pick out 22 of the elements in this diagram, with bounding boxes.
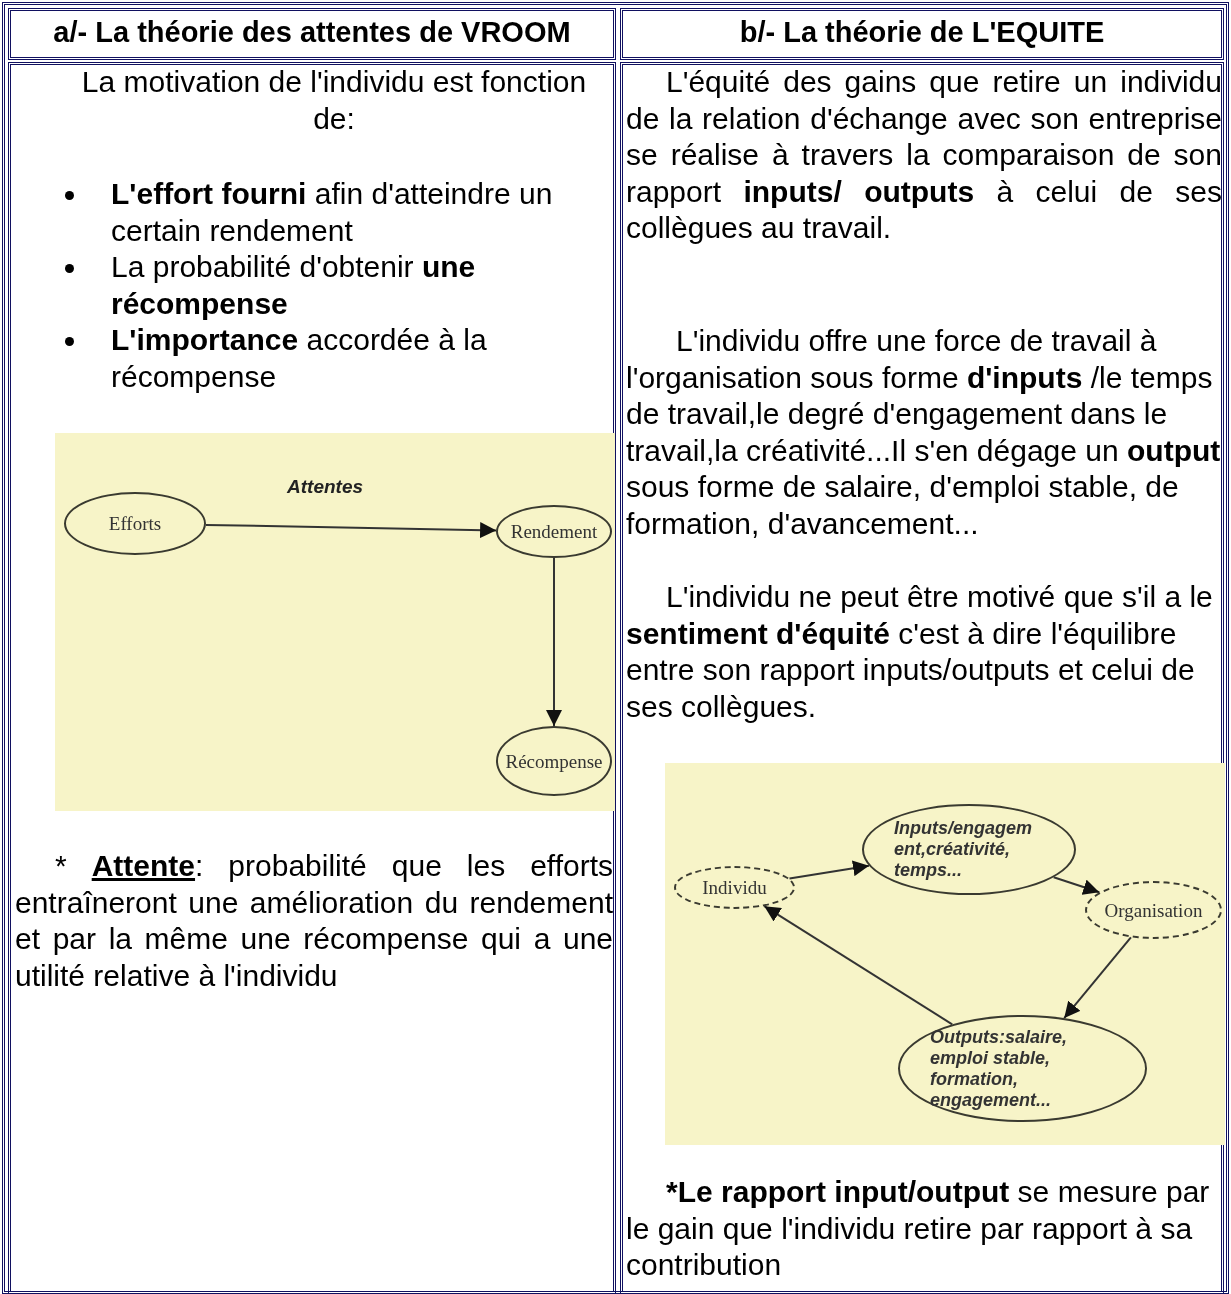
paragraph: La motivation de l'individu est fonction de: bbox=[80, 64, 588, 137]
ellipse-node: Individu bbox=[674, 866, 795, 909]
paragraph: L'équité des gains que retire un individu de la relation d'échange avec son entreprise se réalise à travers la comparaison de son rapport inputs/ outputs à celui de ses collègues au travail. bbox=[626, 64, 1222, 246]
ellipse-node: Rendement bbox=[496, 505, 612, 558]
paragraph: L'individu ne peut être motivé que s'il a le sentiment d'équité c'est à dire l'équilibre entre son rapport inputs/outputs et celui de ses collègues. bbox=[626, 579, 1214, 725]
arrow bbox=[546, 557, 562, 727]
paragraph: *Attente: probabilité que les efforts entraîneront une amélioration du rendement et par la même une récompense qui a une utilité relative à l'individu bbox=[15, 848, 613, 994]
arrow bbox=[763, 905, 954, 1026]
paragraph: L'individu offre une force de travail à l'organisation sous forme d'inputs /le temps de travail,le degré d'engagement dans le travail,la créativité...Il s'en dégage un output sous forme de salaire, d'emploi stable, de formation, d'avancement... bbox=[626, 323, 1222, 542]
ellipse-node: Récompense bbox=[496, 726, 612, 796]
ellipse-node: Organisation bbox=[1085, 881, 1222, 939]
arrow bbox=[1052, 876, 1101, 895]
ellipse-node: Efforts bbox=[64, 492, 206, 555]
arrow bbox=[1063, 936, 1132, 1020]
paragraph: *Le rapport input/output se mesure par le gain que l'individu retire par rapport à sa contribution bbox=[626, 1174, 1211, 1283]
ellipse-node: Inputs/engagem ent,créativité, temps... bbox=[862, 804, 1076, 895]
ellipse-node: Outputs:salaire, emploi stable, formation, engagement... bbox=[898, 1015, 1147, 1122]
arrow bbox=[788, 860, 870, 880]
column-header: a/- La théorie des attentes de VROOM bbox=[52, 15, 572, 50]
arrow bbox=[204, 522, 498, 539]
bullet-item: L'importance accordée à la récompense bbox=[111, 322, 488, 395]
column-header: b/- La théorie de L'EQUITE bbox=[738, 15, 1106, 50]
